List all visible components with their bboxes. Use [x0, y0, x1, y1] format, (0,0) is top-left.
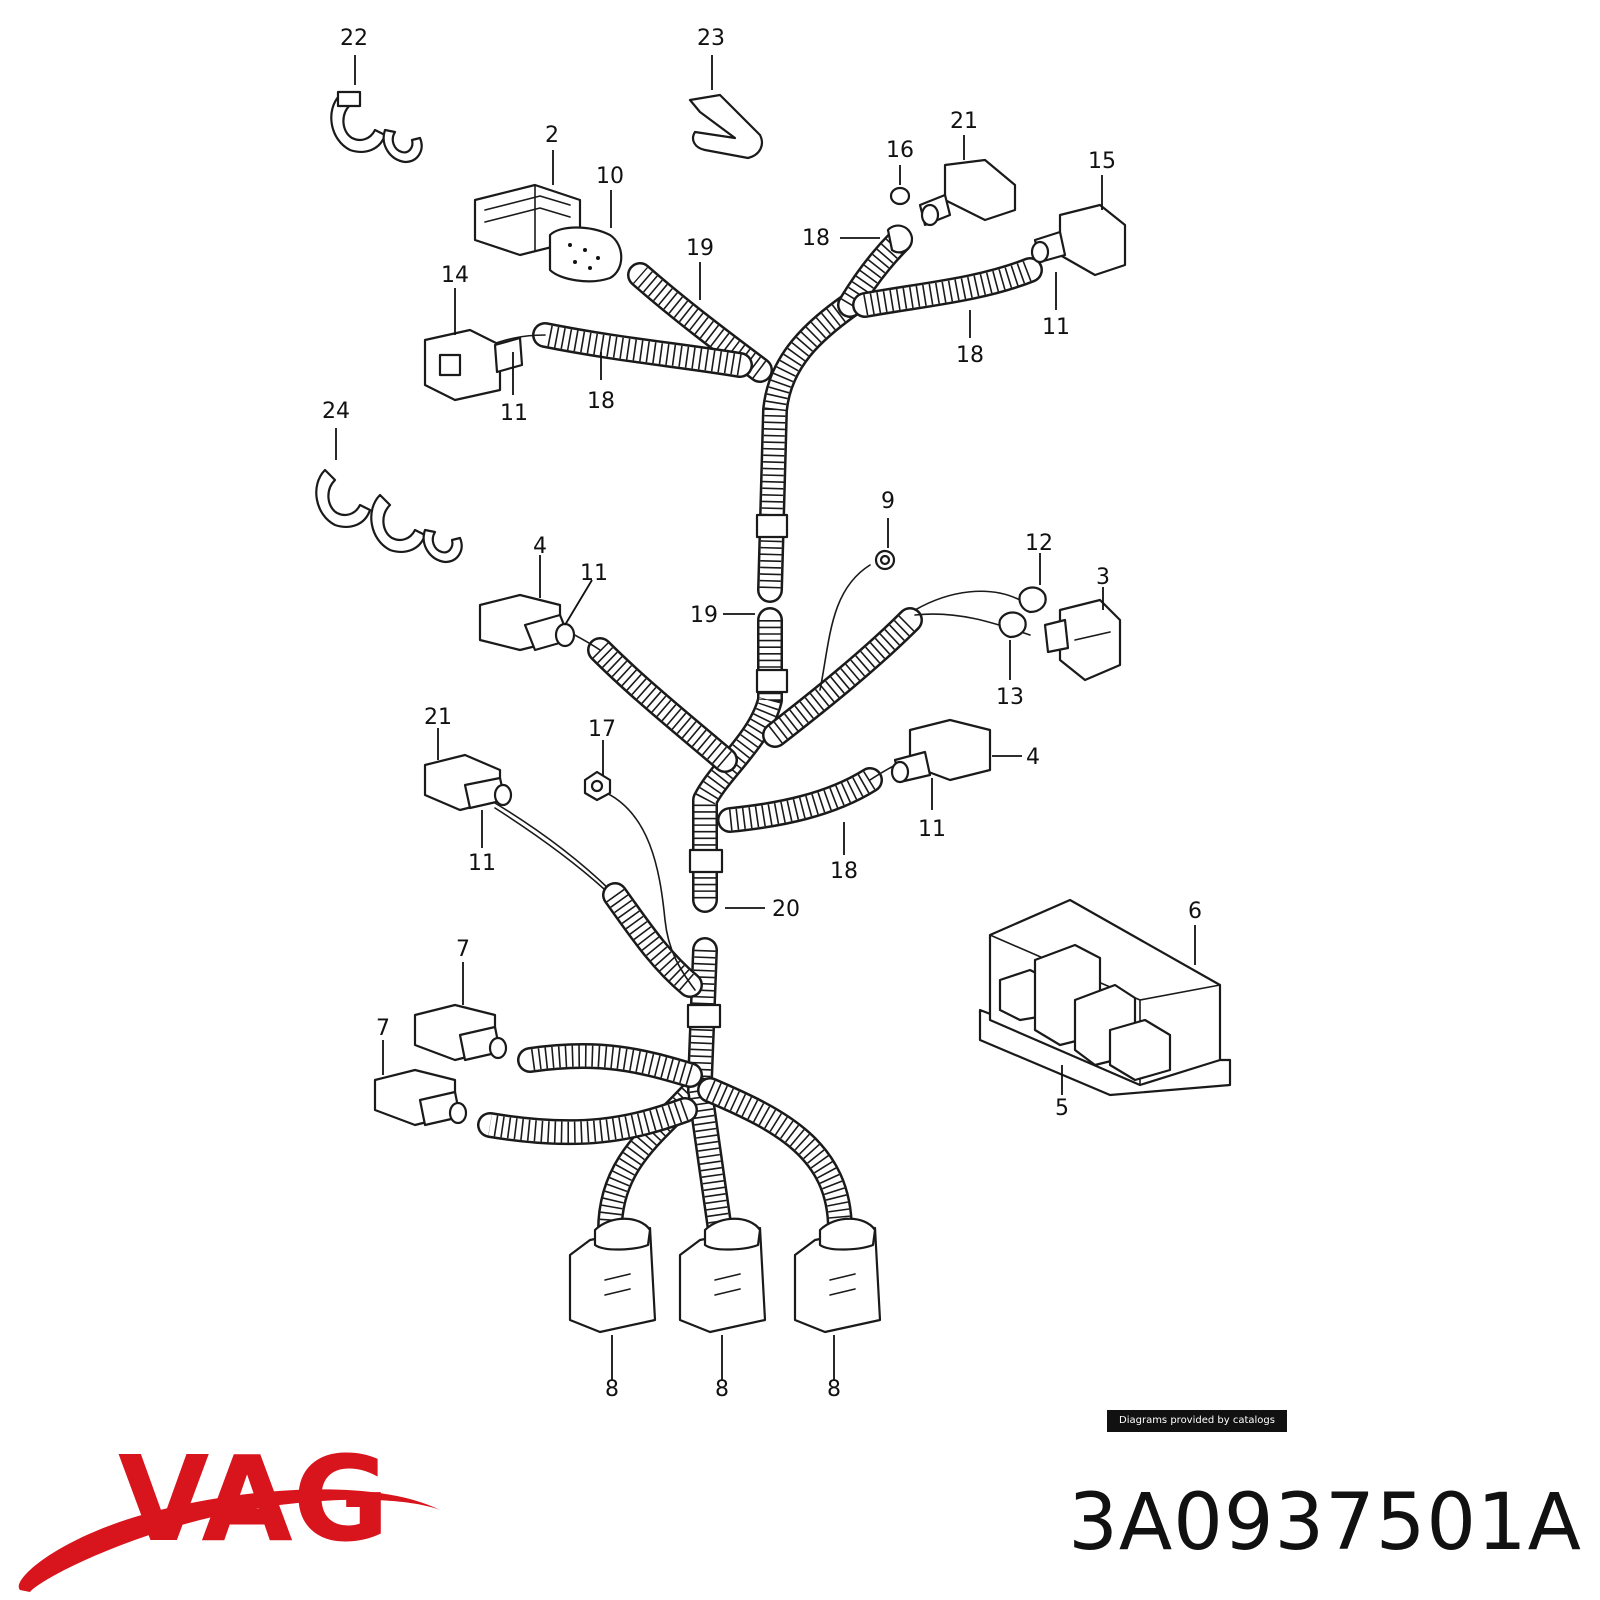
connector-4-right [890, 718, 992, 784]
callout-11: 11 [468, 851, 496, 876]
vag-logo: VAG [18, 1440, 441, 1592]
callout-12: 12 [1025, 531, 1053, 556]
grommet-18-top [886, 224, 914, 254]
callout-numbers: 22 23 2 10 16 21 15 18 19 14 11 18 11 18… [322, 26, 1202, 1402]
callout-22: 22 [340, 26, 368, 51]
callout-18: 18 [956, 343, 984, 368]
callout-18: 18 [802, 226, 830, 251]
seal-10 [548, 226, 623, 283]
clips-24 [315, 468, 463, 564]
diagram-credit-badge: Diagrams provided by catalogs parts [1107, 1410, 1287, 1448]
seals-12-13 [998, 586, 1047, 639]
callout-9: 9 [881, 489, 895, 514]
callout-21: 21 [424, 705, 452, 730]
connector-3 [1043, 598, 1122, 682]
callout-11: 11 [580, 561, 608, 586]
connector-7-lower [373, 1068, 468, 1127]
connector-8-left [568, 1217, 657, 1334]
leader-lines [335, 55, 1196, 1380]
callout-2: 2 [545, 123, 559, 148]
callout-17: 17 [588, 717, 616, 742]
tie-23 [688, 93, 764, 160]
callout-4: 4 [1026, 745, 1040, 770]
callout-11: 11 [918, 817, 946, 842]
callout-16: 16 [886, 138, 914, 163]
callout-20: 20 [772, 897, 800, 922]
callout-8: 8 [605, 1377, 619, 1402]
callout-18: 18 [830, 859, 858, 884]
clip-22 [330, 90, 423, 164]
callout-11: 11 [500, 401, 528, 426]
callout-18: 18 [587, 389, 615, 414]
callout-11: 11 [1042, 315, 1070, 340]
harness-trunk [597, 292, 863, 1243]
connector-21-mid [423, 753, 513, 812]
cap-16 [889, 186, 911, 206]
callout-8: 8 [827, 1377, 841, 1402]
callout-7: 7 [456, 937, 470, 962]
connector-8-right [793, 1217, 882, 1334]
connector-8-middle [678, 1217, 767, 1334]
callout-19: 19 [690, 603, 718, 628]
connector-21-top [918, 158, 1017, 227]
callout-10: 10 [596, 164, 624, 189]
callout-4: 4 [533, 534, 547, 559]
callout-8: 8 [715, 1377, 729, 1402]
connector-15 [1030, 203, 1127, 277]
relay-carrier-5-6 [978, 898, 1232, 1097]
harness-branches [477, 227, 1043, 1146]
ground-terminal-17 [583, 770, 612, 802]
callout-5: 5 [1055, 1096, 1069, 1121]
callout-15: 15 [1088, 149, 1116, 174]
callout-13: 13 [996, 685, 1024, 710]
callout-14: 14 [441, 263, 469, 288]
part-number: 3A0937501A [1068, 1478, 1582, 1568]
callout-23: 23 [697, 26, 725, 51]
callout-24: 24 [322, 399, 350, 424]
callout-19: 19 [686, 236, 714, 261]
callout-3: 3 [1096, 565, 1110, 590]
callout-7: 7 [376, 1016, 390, 1041]
ring-terminal-9 [874, 549, 896, 571]
callout-21: 21 [950, 109, 978, 134]
vag-logo-text: VAG [118, 1440, 390, 1568]
connector-7-upper [413, 1003, 508, 1062]
connector-14 [423, 328, 524, 402]
connector-4-left [478, 593, 576, 652]
callout-6: 6 [1188, 899, 1202, 924]
